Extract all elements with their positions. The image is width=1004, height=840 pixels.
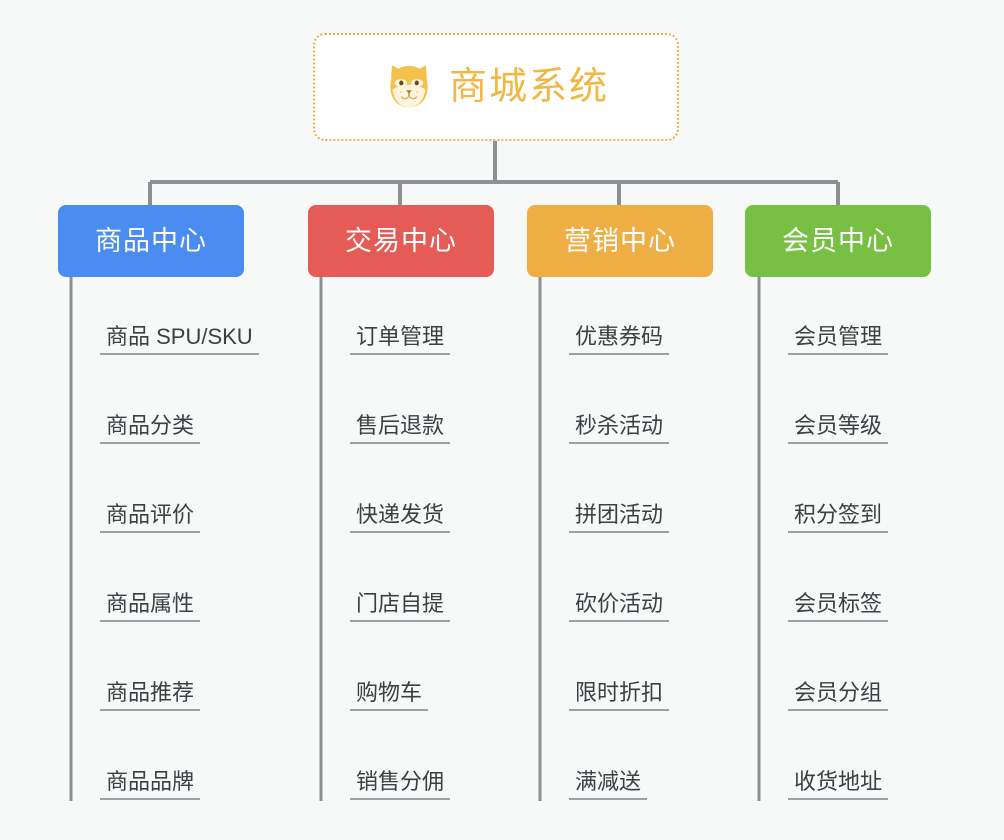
category-label: 商品中心 xyxy=(95,225,207,256)
category-label: 营销中心 xyxy=(564,225,676,256)
category-box-member-center[interactable]: 会员中心 xyxy=(745,205,931,277)
category-label: 交易中心 xyxy=(345,225,457,256)
leaf-item-label: 拼团活动 xyxy=(569,502,670,533)
leaf-item[interactable]: 门店自提 xyxy=(350,578,451,622)
leaf-item-label: 商品分类 xyxy=(100,413,201,444)
root-node[interactable]: 商城系统 xyxy=(313,33,679,141)
leaf-item-label: 会员管理 xyxy=(788,324,889,355)
leaf-item-label: 购物车 xyxy=(350,680,429,711)
leaf-item[interactable]: 会员等级 xyxy=(788,400,889,444)
leaf-item-label: 优惠券码 xyxy=(569,324,670,355)
leaf-item-label: 满减送 xyxy=(569,769,648,800)
leaf-item[interactable]: 商品推荐 xyxy=(100,667,201,711)
leaf-item[interactable]: 快递发货 xyxy=(350,489,451,533)
leaf-item-label: 快递发货 xyxy=(350,502,451,533)
leaf-item[interactable]: 收货地址 xyxy=(788,756,889,800)
leaf-item[interactable]: 满减送 xyxy=(569,756,648,800)
leaf-item[interactable]: 优惠券码 xyxy=(569,311,670,355)
leaf-item[interactable]: 销售分佣 xyxy=(350,756,451,800)
leaf-item[interactable]: 限时折扣 xyxy=(569,667,670,711)
leaf-item[interactable]: 会员标签 xyxy=(788,578,889,622)
leaf-item-label: 商品 SPU/SKU xyxy=(100,324,259,355)
leaf-item-label: 会员等级 xyxy=(788,413,889,444)
leaf-item[interactable]: 商品分类 xyxy=(100,400,201,444)
leaf-item-label: 会员标签 xyxy=(788,591,889,622)
leaf-item-label: 商品推荐 xyxy=(100,680,201,711)
leaf-item-label: 会员分组 xyxy=(788,680,889,711)
leaf-item[interactable]: 会员分组 xyxy=(788,667,889,711)
leaf-item[interactable]: 订单管理 xyxy=(350,311,451,355)
leaf-item[interactable]: 商品 SPU/SKU xyxy=(100,311,259,355)
leaf-item[interactable]: 购物车 xyxy=(350,667,429,711)
leaf-item[interactable]: 拼团活动 xyxy=(569,489,670,533)
leaf-item-label: 砍价活动 xyxy=(569,591,670,622)
leaf-item[interactable]: 商品属性 xyxy=(100,578,201,622)
leaf-item-label: 限时折扣 xyxy=(569,680,670,711)
leaf-item[interactable]: 商品评价 xyxy=(100,489,201,533)
leaf-item[interactable]: 商品品牌 xyxy=(100,756,201,800)
leaf-item-label: 订单管理 xyxy=(350,324,451,355)
leaf-item-label: 秒杀活动 xyxy=(569,413,670,444)
category-label: 会员中心 xyxy=(782,225,894,256)
leaf-item-label: 积分签到 xyxy=(788,502,889,533)
leaf-item-label: 售后退款 xyxy=(350,413,451,444)
leaf-item-label: 收货地址 xyxy=(788,769,889,800)
leaf-item-label: 商品属性 xyxy=(100,591,201,622)
leaf-item[interactable]: 积分签到 xyxy=(788,489,889,533)
leaf-item[interactable]: 秒杀活动 xyxy=(569,400,670,444)
category-box-trade-center[interactable]: 交易中心 xyxy=(308,205,494,277)
leaf-item[interactable]: 砍价活动 xyxy=(569,578,670,622)
leaf-item-label: 门店自提 xyxy=(350,591,451,622)
root-title: 商城系统 xyxy=(448,66,609,108)
leaf-item[interactable]: 售后退款 xyxy=(350,400,451,444)
category-box-product-center[interactable]: 商品中心 xyxy=(58,205,244,277)
leaf-item-label: 商品评价 xyxy=(100,502,201,533)
category-box-marketing-center[interactable]: 营销中心 xyxy=(527,205,713,277)
shiba-dog-icon xyxy=(390,65,428,108)
leaf-item[interactable]: 会员管理 xyxy=(788,311,889,355)
leaf-item-label: 商品品牌 xyxy=(100,769,201,800)
leaf-item-label: 销售分佣 xyxy=(350,769,451,800)
